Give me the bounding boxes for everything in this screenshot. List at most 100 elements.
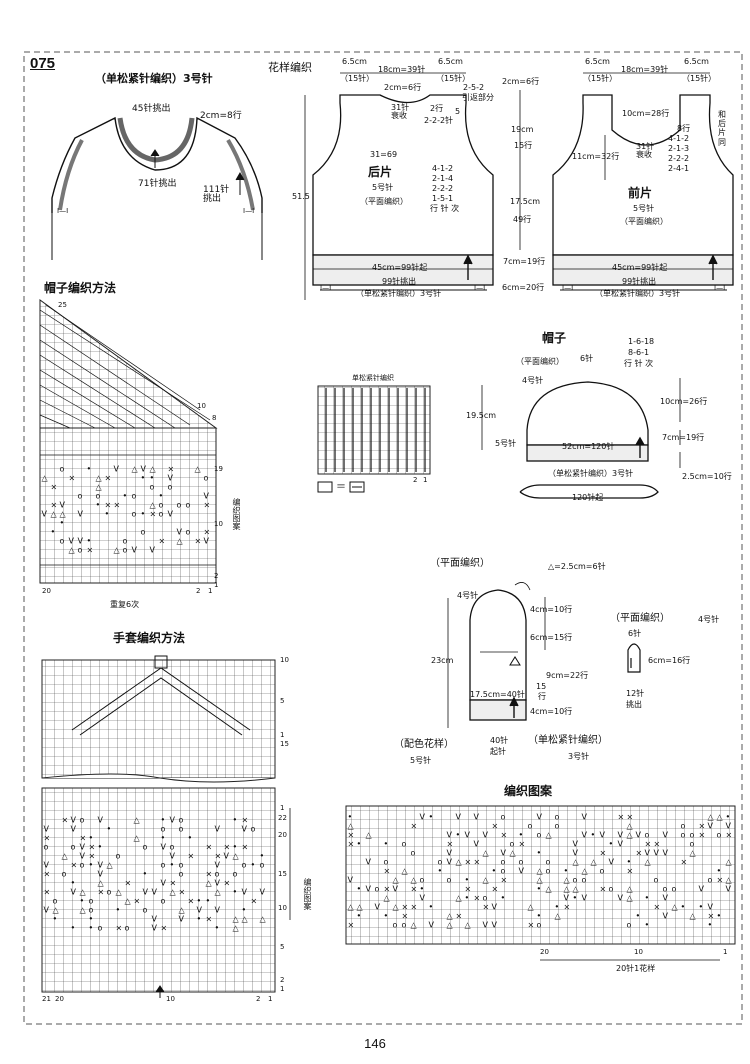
front-piece-name: 前片 — [628, 186, 653, 200]
stitch-symbol: × — [348, 840, 355, 849]
stitch-symbol: △ — [393, 903, 400, 912]
stitch-symbol: V — [393, 885, 399, 894]
stitch-symbol: V — [78, 537, 84, 546]
stitch-symbol: • — [233, 843, 238, 852]
stitch-symbol: • — [456, 831, 461, 840]
stitch-symbol: △ — [582, 867, 589, 876]
stitch-symbol: • — [591, 831, 596, 840]
stitch-symbol: o — [555, 813, 560, 822]
stitch-symbol: × — [411, 903, 418, 912]
stitch-symbol: △ — [465, 921, 472, 930]
thumb-pickup-b: 挑出 — [626, 700, 642, 709]
mm-bottom-21: 21 — [42, 995, 51, 1003]
stitch-symbol: △ — [627, 831, 634, 840]
stitch-symbol: o — [44, 843, 49, 852]
stitch-symbol: • — [51, 528, 56, 537]
stitch-symbol: • — [348, 813, 353, 822]
back-short-rows-b: 引返部分 — [462, 93, 494, 102]
stitch-symbol: △ — [42, 474, 49, 483]
stitch-symbol: △ — [132, 465, 139, 474]
stitch-symbol: × — [618, 813, 625, 822]
stitch-symbol: V — [582, 813, 588, 822]
stitch-symbol: o — [143, 843, 148, 852]
stitch-symbol: o — [708, 876, 713, 885]
stitch-symbol: × — [251, 897, 258, 906]
stitch-symbol: V — [215, 906, 221, 915]
stitch-symbol: • — [161, 816, 166, 825]
rib-bottom-1: 1 — [423, 476, 428, 484]
stitch-symbol: • — [89, 834, 94, 843]
stitch-symbol: V — [152, 924, 158, 933]
stitch-symbol: △ — [447, 912, 454, 921]
stitch-symbol: △ — [627, 822, 634, 831]
stitch-symbol: o — [438, 858, 443, 867]
pc-repeat: 20针1花样 — [616, 964, 656, 973]
stitch-symbol: • — [357, 840, 362, 849]
mm-side-title: 编织图案 — [303, 878, 312, 910]
stitch-symbol: • — [627, 858, 632, 867]
stitch-symbol: o — [60, 465, 65, 474]
stitch-symbol: • — [242, 906, 247, 915]
stitch-symbol: V — [78, 510, 84, 519]
stitch-symbol: • — [215, 924, 220, 933]
stitch-symbol: V — [582, 894, 588, 903]
stitch-symbol: V — [573, 849, 579, 858]
mitten-method-title: 手套编织方法 — [113, 631, 186, 645]
stitch-symbol: o — [80, 861, 85, 870]
stitch-symbol: △ — [384, 894, 391, 903]
stitch-symbol: V — [708, 903, 714, 912]
stitch-symbol: × — [206, 843, 213, 852]
back-piece-name: 后片 — [368, 165, 393, 179]
stitch-symbol: • — [357, 912, 362, 921]
stitch-symbol: • — [161, 834, 166, 843]
stitch-symbol: o — [393, 921, 398, 930]
stitch-symbol: V — [152, 915, 158, 924]
stitch-symbol: × — [242, 843, 249, 852]
stitch-symbol: △ — [537, 867, 544, 876]
stitch-symbol: V — [582, 831, 588, 840]
stitch-symbol: o — [60, 537, 65, 546]
stitch-symbol: V — [168, 510, 174, 519]
stitch-symbol: V — [215, 879, 221, 888]
thumb-rows: 6cm=16行 — [648, 656, 691, 665]
stitch-symbol: × — [483, 903, 490, 912]
hat-title: 帽子 — [542, 331, 567, 345]
hat-bottom-2: 2 — [196, 587, 201, 595]
stitch-symbol: △ — [672, 903, 679, 912]
mm-side-15: 15 — [278, 870, 287, 878]
stitch-symbol: △ — [510, 849, 517, 858]
stitch-symbol: • — [96, 501, 101, 510]
hat-top-st: 6针 — [580, 354, 594, 363]
stitch-symbol: △ — [411, 921, 418, 930]
front-rib-pick: 99针挑出 — [622, 277, 657, 286]
stitch-symbol: △ — [179, 906, 186, 915]
stitch-symbol: V — [42, 510, 48, 519]
stitch-symbol: △ — [114, 546, 121, 555]
stitch-symbol: × — [465, 885, 472, 894]
stitch-symbol: • — [726, 813, 731, 822]
stitch-symbol: o — [690, 840, 695, 849]
back-hip-rows: 7cm=19行 — [503, 257, 546, 266]
stitch-symbol: • — [573, 894, 578, 903]
stitch-symbol: o — [537, 921, 542, 930]
stitch-symbol: • — [105, 510, 110, 519]
stitch-symbol: △ — [233, 852, 240, 861]
stitch-symbol: × — [411, 885, 418, 894]
stitch-symbol: △ — [242, 915, 249, 924]
stitch-symbol: × — [699, 822, 706, 831]
stitch-symbol: V — [483, 921, 489, 930]
stitch-symbol: • — [609, 840, 614, 849]
front-side-note: 和后片同 — [718, 110, 726, 147]
back-mid-count: 31=69 — [370, 150, 398, 159]
stitch-symbol: o — [411, 849, 416, 858]
hat-height: 19.5cm — [466, 411, 497, 420]
stitch-symbol: V — [492, 903, 498, 912]
mm-side-1b: 1 — [280, 985, 285, 993]
stitch-symbol: o — [573, 876, 578, 885]
stitch-symbol: △ — [708, 813, 715, 822]
back-style: （平面编织） — [360, 197, 408, 206]
stitch-symbol: △ — [62, 852, 69, 861]
stitch-symbol: V — [141, 465, 147, 474]
